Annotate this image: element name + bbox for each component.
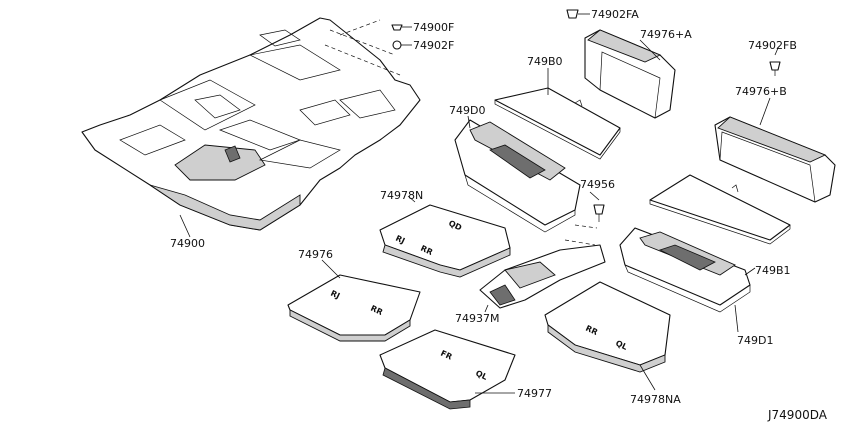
clip-74902FA-icon <box>566 9 590 19</box>
label-74900: 74900 <box>170 237 205 250</box>
mat-74977 <box>379 329 516 410</box>
label-74976: 74976 <box>298 248 333 261</box>
leader-74900 <box>179 214 191 238</box>
mark-rj-left: RJ <box>329 289 341 301</box>
label-74978N: 74978N <box>380 189 423 202</box>
label-749B0: 749B0 <box>527 55 563 68</box>
label-74902F: 74902F <box>413 39 454 52</box>
mark-fr-rear: FR <box>439 349 453 362</box>
label-74976A: 74976+A <box>640 28 692 41</box>
mat-74978NA <box>544 281 671 391</box>
label-74977: 74977 <box>517 387 552 400</box>
clip-guides <box>324 19 401 76</box>
side-box-74976B <box>714 97 836 203</box>
floor-carpet <box>81 17 421 231</box>
clip-74902F-icon <box>392 40 412 50</box>
label-74900F: 74900F <box>413 21 454 34</box>
lid-board-749B1 <box>649 174 791 245</box>
storage-tray-749D1 <box>619 227 756 333</box>
label-74956: 74956 <box>580 178 615 191</box>
mark-rj-upper: RJ <box>394 234 406 246</box>
label-74902FA: 74902FA <box>591 8 639 21</box>
label-74937M: 74937M <box>455 312 499 325</box>
tunnel-74937M <box>479 239 606 313</box>
label-74978NA: 74978NA <box>630 393 681 406</box>
label-749B1: 749B1 <box>755 264 791 277</box>
mat-74978N <box>379 195 511 278</box>
lid-board-749B0 <box>494 68 621 160</box>
diagram-code: J74900DA <box>767 408 828 422</box>
label-74902FB: 74902FB <box>748 39 797 52</box>
clip-74902FB-icon <box>769 47 781 76</box>
clip-74956-icon <box>574 191 605 229</box>
storage-tray-749D0 <box>454 115 581 233</box>
side-box-74976A <box>584 29 676 119</box>
mat-74976 <box>287 259 421 342</box>
label-749D0: 749D0 <box>449 104 485 117</box>
label-749D1: 749D1 <box>737 334 773 347</box>
label-74976B: 74976+B <box>735 85 787 98</box>
clip-74900F-icon <box>391 24 412 31</box>
